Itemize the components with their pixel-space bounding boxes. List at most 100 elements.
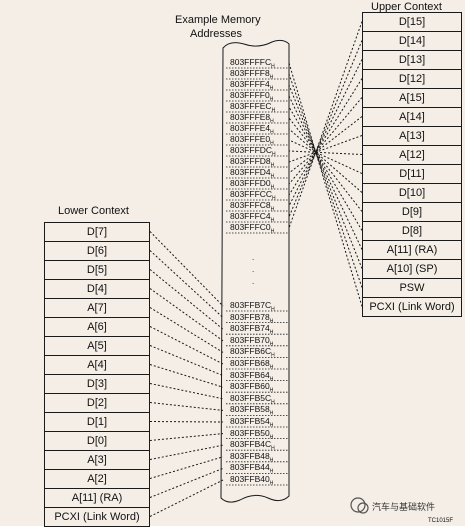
upper-context-register: A[15] xyxy=(362,88,462,108)
lower-address: 803FFB54H xyxy=(230,416,274,429)
lower-address: 803FFB50H xyxy=(230,427,274,441)
lower-address: 803FFB44H xyxy=(230,462,274,476)
memory-title-line1: Example Memory xyxy=(175,14,261,26)
lower-connector xyxy=(149,479,224,517)
lower-connector xyxy=(149,288,224,342)
lower-context-register: A[5] xyxy=(44,336,150,356)
upper-address: 803FFFC0H xyxy=(230,222,275,235)
lower-address: 803FFB78H xyxy=(230,311,274,325)
lower-connector xyxy=(149,326,224,365)
upper-context-register: D[10] xyxy=(362,183,462,203)
lower-connector xyxy=(149,444,224,460)
lower-address: 803FFB48H xyxy=(230,450,274,464)
upper-context-register: A[10] (SP) xyxy=(362,259,462,279)
upper-address: 803FFFE4H xyxy=(230,123,274,136)
upper-connector xyxy=(288,78,363,196)
lower-context-register: A[6] xyxy=(44,317,150,337)
ellipsis-2: . xyxy=(252,265,255,274)
upper-context-register: A[11] (RA) xyxy=(362,240,462,260)
upper-connector xyxy=(288,135,363,163)
lower-connector xyxy=(149,383,224,400)
lower-address: 803FFB68H xyxy=(230,358,274,371)
lower-context-register: D[1] xyxy=(44,412,150,432)
lower-address: 803FFB60H xyxy=(230,381,274,394)
wechat-logo-icon xyxy=(350,497,369,514)
lower-context-register: D[6] xyxy=(44,241,150,261)
watermark-text: 汽车与基础软件 xyxy=(372,502,436,512)
upper-connector xyxy=(288,84,363,269)
upper-context-register: A[13] xyxy=(362,126,462,146)
upper-address: 803FFFE8H xyxy=(230,112,274,125)
lower-address: 803FFB64H xyxy=(230,369,274,383)
upper-connector xyxy=(288,62,363,307)
upper-address: 803FFFCCH xyxy=(230,189,276,202)
lower-context-register: PCXI (Link Word) xyxy=(44,507,150,527)
lower-context-register: A[2] xyxy=(44,469,150,489)
upper-address: 803FFFF4H xyxy=(230,79,274,92)
upper-connector xyxy=(288,97,363,185)
upper-connector xyxy=(288,106,363,231)
upper-context-register: D[13] xyxy=(362,50,462,70)
ellipsis-3: . xyxy=(252,277,255,286)
lower-context-title: Lower Context xyxy=(58,205,129,217)
ellipsis-1: . xyxy=(252,253,255,262)
lower-connector xyxy=(149,421,224,423)
lower-context-register: D[5] xyxy=(44,260,150,280)
upper-context-register: D[14] xyxy=(362,31,462,51)
lower-address: 803FFB7CH xyxy=(230,300,275,313)
lower-context-register: D[0] xyxy=(44,431,150,451)
upper-address: 803FFFD0H xyxy=(230,178,275,191)
lower-connector xyxy=(149,364,224,388)
lower-context-register: D[4] xyxy=(44,279,150,299)
lower-connector xyxy=(149,402,224,411)
lower-connector xyxy=(149,231,224,307)
upper-address: 803FFFFCH xyxy=(230,57,275,70)
lower-connector xyxy=(149,345,224,377)
upper-address: 803FFFECH xyxy=(230,101,276,114)
upper-address: 803FFFE0H xyxy=(230,134,274,147)
lower-address: 803FFB74H xyxy=(230,323,274,336)
lower-context-register: D[7] xyxy=(44,222,150,242)
upper-context-register: D[8] xyxy=(362,221,462,241)
figure-id: TC1015F xyxy=(428,518,454,524)
upper-context-title: Upper Context xyxy=(371,1,442,13)
memory-title-line2: Addresses xyxy=(190,28,242,40)
lower-connector xyxy=(149,269,224,330)
upper-connector xyxy=(288,150,363,155)
upper-address: 803FFFC8H xyxy=(230,200,275,213)
upper-context-register: A[12] xyxy=(362,145,462,165)
upper-address: 803FFFD4H xyxy=(230,167,275,180)
lower-context-register: A[11] (RA) xyxy=(44,488,150,508)
upper-context-register: D[11] xyxy=(362,164,462,184)
upper-context-register: D[9] xyxy=(362,202,462,222)
upper-connector xyxy=(288,40,363,218)
lower-context-register: A[7] xyxy=(44,298,150,318)
upper-connector xyxy=(288,59,363,207)
upper-context-register: D[15] xyxy=(362,12,462,32)
upper-address: 803FFFC4H xyxy=(230,211,275,224)
upper-address: 803FFFF0H xyxy=(230,90,274,103)
lower-connector xyxy=(149,433,224,441)
lower-address: 803FFB5CH xyxy=(230,392,275,406)
upper-address: 803FFFD8H xyxy=(230,156,275,169)
lower-address: 803FFB40H xyxy=(230,474,274,487)
lower-connector xyxy=(149,467,224,498)
upper-connector xyxy=(288,95,363,250)
upper-address: 803FFFF8H xyxy=(230,68,274,81)
lower-context-register: D[2] xyxy=(44,393,150,413)
lower-context-register: A[3] xyxy=(44,450,150,470)
lower-address: 803FFB4CH xyxy=(230,439,275,452)
upper-context-register: PCXI (Link Word) xyxy=(362,297,462,317)
upper-connector xyxy=(288,116,363,174)
lower-address: 803FFB6CH xyxy=(230,346,275,360)
upper-address: 803FFFDCH xyxy=(230,145,276,158)
lower-context-register: D[3] xyxy=(44,374,150,394)
upper-connector xyxy=(288,73,363,288)
upper-context-register: D[12] xyxy=(362,69,462,89)
lower-address: 803FFB58H xyxy=(230,404,274,418)
lower-context-register: A[4] xyxy=(44,355,150,375)
lower-connector xyxy=(149,456,224,479)
lower-connector xyxy=(149,250,224,318)
